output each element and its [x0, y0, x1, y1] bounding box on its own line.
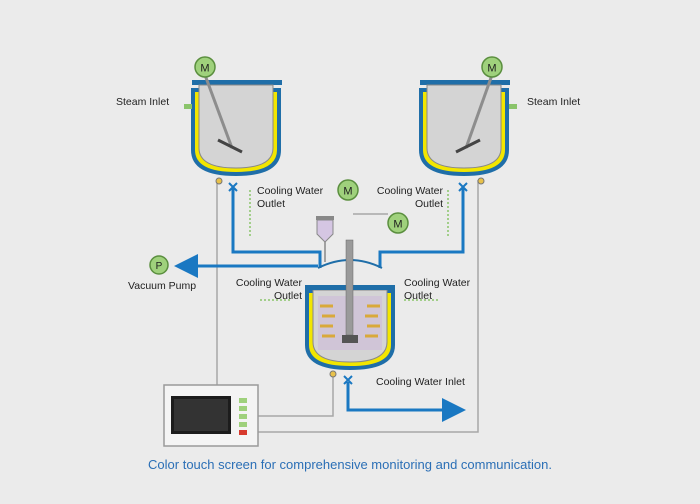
vacuum-pump-label: Vacuum Pump [128, 280, 197, 292]
svg-text:M: M [200, 63, 209, 75]
center-reactor-drain [329, 370, 337, 378]
cooling-water-lines [174, 188, 466, 422]
left-agitator [203, 74, 243, 154]
cooling-water-inlet-label: Cooling Water Inlet [376, 376, 465, 388]
motor-icon: M [194, 56, 216, 78]
motor-icon: M [387, 212, 409, 234]
right-vessel-outlet-valve [458, 182, 468, 192]
right-agitator [455, 74, 494, 154]
motor-icon: M [337, 179, 359, 201]
cooling-water-outlet-label-top-left: Cooling Water Outlet [257, 185, 324, 210]
cooling-water-outlet-label-mid-left: Cooling Water Outlet [235, 277, 302, 302]
left-vessel [184, 80, 282, 192]
steam-inlet-label-right: Steam Inlet [527, 96, 581, 108]
left-vessel-cap [192, 80, 282, 85]
diagram-caption: Color touch screen for comprehensive mon… [148, 457, 552, 472]
feed-hopper [316, 216, 334, 262]
svg-text:M: M [393, 219, 402, 231]
svg-text:P: P [156, 261, 163, 272]
center-shaft [342, 239, 358, 343]
svg-text:M: M [487, 63, 496, 75]
motor-icon: M [481, 56, 503, 78]
left-vessel-outlet-valve [228, 182, 238, 192]
pump-icon: P [149, 255, 169, 275]
signal-lines [216, 180, 479, 433]
right-vessel [419, 80, 517, 192]
left-vessel-port [184, 104, 192, 109]
right-vessel-port [509, 104, 517, 109]
touch-screen-controller [163, 384, 259, 447]
svg-text:M: M [343, 186, 352, 198]
right-vessel-cap [420, 80, 510, 85]
cooling-water-outlet-label-mid-right: Cooling Water Outlet [404, 277, 471, 302]
right-vessel-drain [477, 177, 485, 185]
center-coil [320, 304, 380, 338]
cooling-water-outlet-label-top-right: Cooling Water Outlet [376, 185, 443, 210]
cooling-stubs [249, 190, 449, 301]
left-vessel-drain [215, 177, 223, 185]
valve-icon [343, 375, 353, 385]
steam-inlet-label-left: Steam Inlet [116, 96, 170, 108]
